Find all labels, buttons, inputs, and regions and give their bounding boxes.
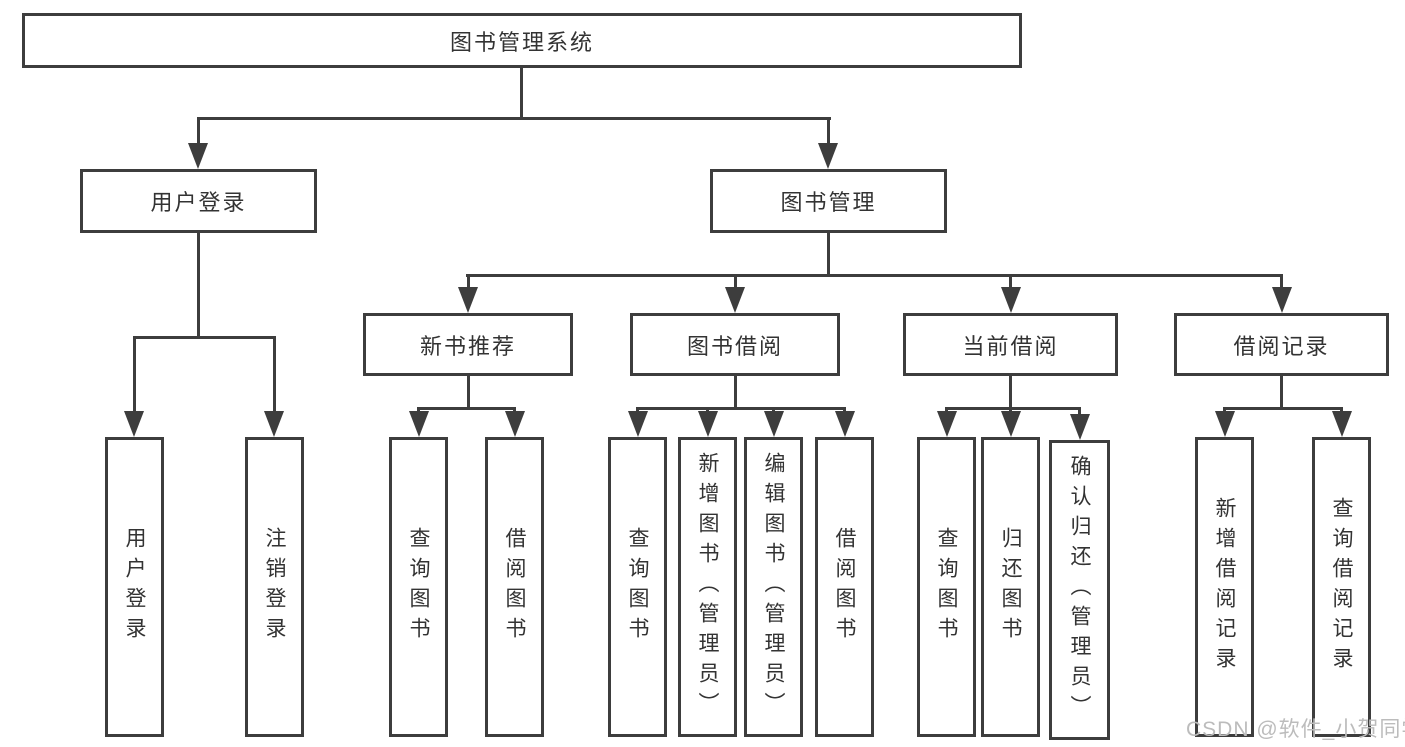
leaf-query-record: 查询借阅记录 (1312, 437, 1371, 737)
connector (273, 336, 276, 413)
arrowhead (408, 411, 429, 437)
connector (197, 233, 200, 336)
connector (197, 117, 200, 145)
node-book-management: 图书管理 (710, 169, 947, 233)
connector (133, 336, 276, 339)
connector (197, 117, 831, 120)
leaf-borrow-edit-book: 编辑图书（管理员） (744, 437, 803, 737)
arrowhead (763, 411, 784, 437)
leaf-newbook-borrow: 借阅图书 (485, 437, 544, 737)
leaf-user-login: 用户登录 (105, 437, 164, 737)
arrowhead (936, 411, 957, 437)
arrowhead (697, 411, 718, 437)
connector (466, 274, 470, 289)
arrowhead (1214, 411, 1235, 437)
leaf-borrow-book: 借阅图书 (815, 437, 874, 737)
leaf-borrow-query: 查询图书 (608, 437, 667, 737)
node-borrow-records: 借阅记录 (1174, 313, 1389, 376)
arrowhead (1000, 411, 1021, 437)
leaf-logout: 注销登录 (245, 437, 304, 737)
arrowhead (725, 287, 745, 313)
arrowhead (458, 287, 478, 313)
arrowhead (1069, 414, 1090, 440)
connector (1223, 407, 1343, 410)
connector (636, 407, 846, 410)
connector (827, 117, 830, 145)
arrowhead (264, 411, 284, 437)
connector (466, 274, 1283, 277)
leaf-return-book: 归还图书 (981, 437, 1040, 737)
connector (733, 376, 737, 407)
connector (945, 407, 1081, 410)
leaf-current-query: 查询图书 (917, 437, 976, 737)
arrowhead (124, 411, 144, 437)
arrowhead (627, 411, 648, 437)
connector (1009, 274, 1012, 289)
watermark: CSDN @软件_小贺同学 (1186, 718, 1405, 741)
node-current-borrow: 当前借阅 (903, 313, 1118, 376)
connector (1078, 407, 1081, 417)
connector (520, 68, 523, 117)
connector (827, 233, 830, 274)
connector (1009, 376, 1012, 407)
leaf-add-record: 新增借阅记录 (1195, 437, 1254, 737)
node-root: 图书管理系统 (22, 13, 1022, 68)
connector (733, 274, 737, 289)
arrowhead (818, 143, 838, 169)
arrowhead (188, 143, 208, 169)
connector (133, 336, 136, 413)
connector (1280, 274, 1283, 289)
arrowhead (1331, 411, 1352, 437)
arrowhead (504, 411, 525, 437)
node-user-login: 用户登录 (80, 169, 317, 233)
connector (1280, 376, 1283, 407)
leaf-confirm-return: 确认归还（管理员） (1049, 440, 1110, 740)
arrowhead (1000, 287, 1021, 313)
leaf-newbook-query: 查询图书 (389, 437, 448, 737)
node-new-book-recommend: 新书推荐 (363, 313, 573, 376)
connector (466, 376, 470, 407)
leaf-borrow-add-book: 新增图书（管理员） (678, 437, 737, 737)
arrowhead (834, 411, 855, 437)
arrowhead (1271, 287, 1292, 313)
node-book-borrow: 图书借阅 (630, 313, 840, 376)
connector (417, 407, 516, 410)
